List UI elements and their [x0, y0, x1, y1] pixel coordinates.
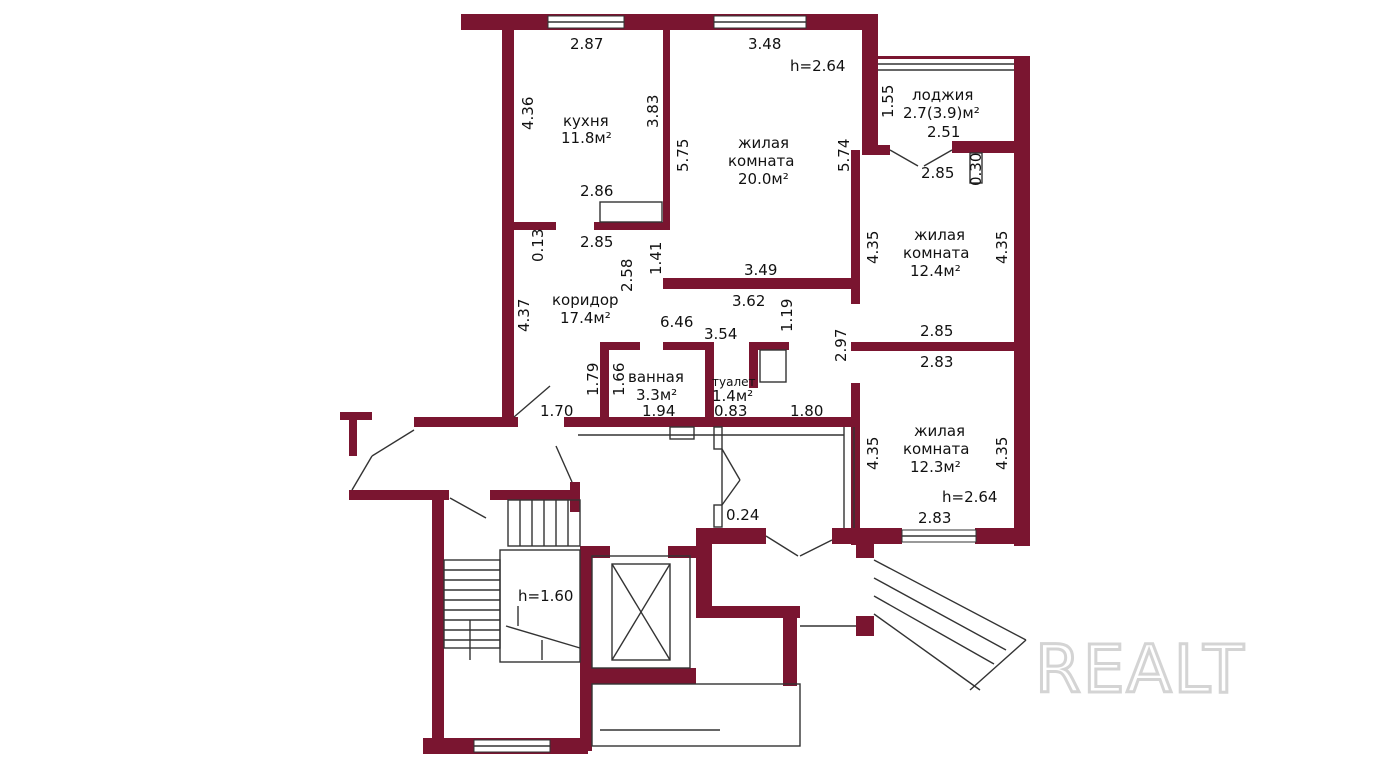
dim-loggia-h: 1.55 — [879, 85, 897, 118]
dim-loggia-w: 2.51 — [927, 123, 960, 141]
dim-height-top: h=2.64 — [790, 57, 845, 75]
dim-living3-right: 4.35 — [993, 437, 1011, 470]
dimensions: 2.87 3.48 h=2.64 4.36 3.83 2.86 5.75 5.7… — [515, 35, 1011, 605]
living2-area: 12.4м² — [910, 262, 961, 280]
dim-entry-a: 1.70 — [540, 402, 573, 420]
fixtures — [443, 152, 1027, 747]
dim-kitchen-left: 4.36 — [519, 97, 537, 130]
doors — [351, 149, 953, 557]
corridor-area: 17.4м² — [560, 309, 611, 327]
dim-living3-left: 4.35 — [864, 437, 882, 470]
dim-living1-left: 5.75 — [674, 139, 692, 172]
dim-stair-h: h=1.60 — [518, 587, 573, 605]
dim-living1-bottom: 3.49 — [744, 261, 777, 279]
living3-area: 12.3м² — [910, 458, 961, 476]
living1-area: 20.0м² — [738, 170, 789, 188]
dim-corr-stub: 0.13 — [529, 229, 547, 262]
dim-toilet-w: 0.83 — [714, 402, 747, 420]
dim-vest: 0.24 — [726, 506, 759, 524]
dim-entry-b: 1.80 — [790, 402, 823, 420]
dim-kitchen-bottom-a: 2.86 — [580, 182, 613, 200]
dim-living2-right: 4.35 — [993, 231, 1011, 264]
dim-kitchen-top: 2.87 — [570, 35, 603, 53]
dim-living3-bottom: 2.83 — [918, 509, 951, 527]
bath-area: 3.3м² — [636, 386, 677, 404]
dim-living2-bottom: 2.85 — [920, 322, 953, 340]
toilet-name: туалет — [712, 375, 756, 389]
dim-living1-top: 3.48 — [748, 35, 781, 53]
dim-loggia-inner: 2.85 — [921, 164, 954, 182]
room-labels: кухня 11.8м² жилая комната 20.0м² лоджия… — [552, 86, 980, 476]
corridor-name: коридор — [552, 291, 619, 309]
living3-name2: комната — [903, 440, 969, 458]
dim-corr-b: 2.58 — [618, 259, 636, 292]
dim-corr-left: 4.37 — [515, 299, 533, 332]
dim-bath-a: 1.79 — [584, 363, 602, 396]
dim-kitchen-bottom-b: 2.85 — [580, 233, 613, 251]
toilet-area: 1.4м² — [712, 387, 753, 405]
dim-corr-span: 3.62 — [732, 292, 765, 310]
kitchen-area: 11.8м² — [561, 129, 612, 147]
windows — [473, 15, 1014, 753]
loggia-area: 2.7(3.9)м² — [903, 104, 980, 122]
dim-corr-c: 1.19 — [778, 299, 796, 332]
living2-name2: комната — [903, 244, 969, 262]
dim-bath-w: 1.94 — [642, 402, 675, 420]
living3-name: жилая — [914, 422, 965, 440]
living1-name2: комната — [728, 152, 794, 170]
dim-corr-a: 1.41 — [647, 242, 665, 275]
dim-living1-right: 5.74 — [835, 139, 853, 172]
dim-living2-left: 4.35 — [864, 231, 882, 264]
loggia-name: лоджия — [912, 86, 973, 104]
dim-corr-len: 6.46 — [660, 313, 693, 331]
dim-bath-b: 1.66 — [610, 363, 628, 396]
dim-height-bottom: h=2.64 — [942, 488, 997, 506]
dim-corr-e: 2.97 — [832, 329, 850, 362]
living1-name: жилая — [738, 134, 789, 152]
dim-living3-top: 2.83 — [920, 353, 953, 371]
dim-loggia-side: 0.30 — [967, 153, 985, 186]
bath-name: ванная — [628, 368, 684, 386]
dim-corr-d: 3.54 — [704, 325, 737, 343]
kitchen-name: кухня — [563, 112, 609, 130]
dim-kitchen-right: 3.83 — [644, 95, 662, 128]
realt-watermark: REALT — [1035, 631, 1246, 708]
living2-name: жилая — [914, 226, 965, 244]
